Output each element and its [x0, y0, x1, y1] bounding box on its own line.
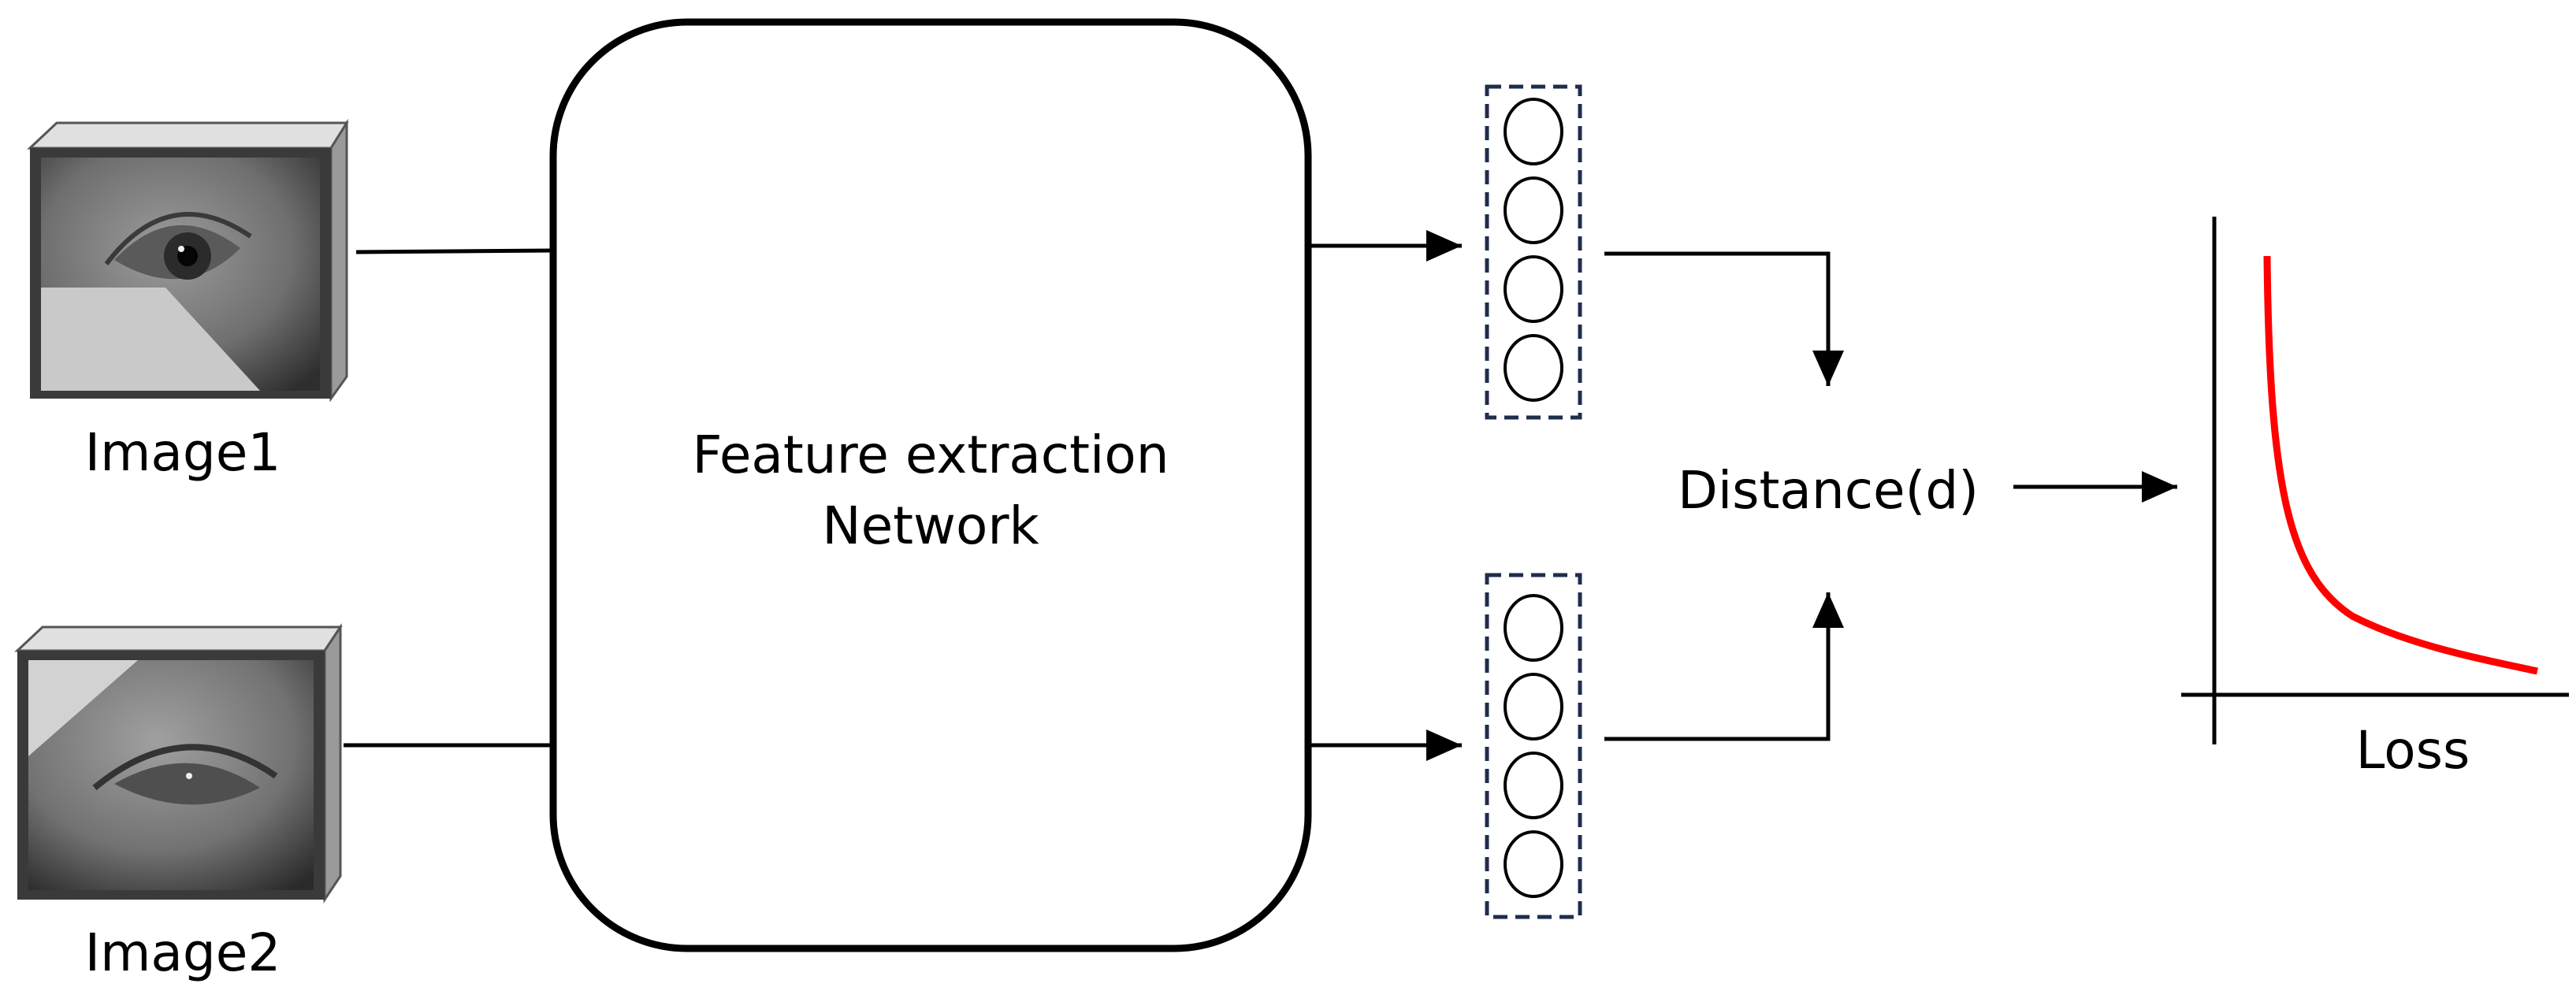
image2-eye-glint [186, 773, 192, 779]
vector1-to-distance-arrow [1604, 251, 1844, 386]
vector2-to-distance-arrow [1604, 592, 1844, 741]
image1-eyelid [104, 212, 252, 265]
feature-vector-2-node [1504, 752, 1563, 819]
network-label-line2: Network [822, 496, 1039, 556]
image2-label: Image2 [85, 922, 281, 983]
image2-frame-top [14, 625, 343, 652]
feature-vector-1-box [1485, 84, 1582, 420]
loss-graph [2181, 217, 2569, 744]
feature-vector-1-node [1504, 176, 1563, 244]
image1-frame-side [329, 118, 348, 403]
feature-vector-2-node [1504, 830, 1563, 898]
image2-tape [28, 660, 138, 756]
loss-curve [2263, 255, 2538, 675]
image1-tape [41, 288, 260, 391]
image2-frame-side [323, 623, 342, 904]
distance-label: Distance(d) [1678, 460, 1979, 521]
feature-vector-1-node [1504, 255, 1563, 323]
image1-to-network-line [355, 248, 552, 254]
feature-extraction-network-box [549, 18, 1312, 952]
feature-vector-1-node [1504, 334, 1563, 402]
image2-eyelid [92, 744, 278, 791]
image1-label: Image1 [85, 422, 281, 483]
loss-label: Loss [2356, 720, 2470, 781]
feature-vector-2-node [1504, 673, 1563, 740]
image1-frame-top [27, 121, 349, 150]
image1-eye-glint [178, 246, 184, 252]
image1-photo [27, 118, 349, 403]
feature-vector-2 [1485, 573, 1582, 919]
feature-vector-2-box [1485, 573, 1582, 919]
feature-vector-1 [1485, 84, 1582, 420]
feature-vector-1-node [1504, 98, 1563, 165]
network-label-line1: Feature extraction [692, 425, 1169, 485]
image2-eye-shape [114, 763, 260, 805]
feature-vector-2-node [1504, 594, 1563, 662]
image2-photo [14, 623, 343, 904]
